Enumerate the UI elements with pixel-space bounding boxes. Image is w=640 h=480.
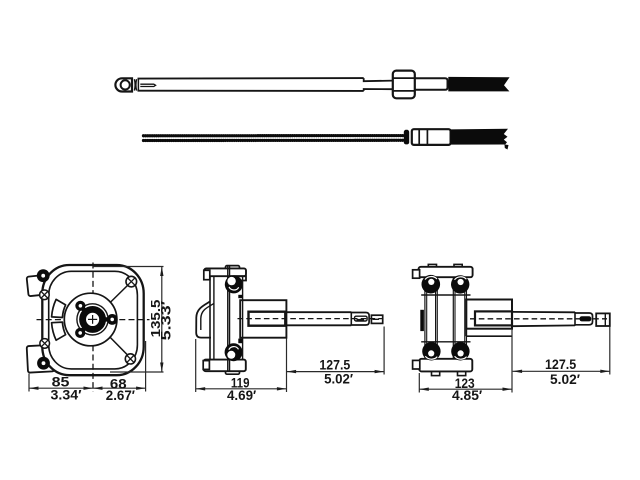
svg-text:4.69′: 4.69′ bbox=[227, 387, 257, 403]
svg-text:5.02′: 5.02′ bbox=[550, 372, 580, 387]
svg-text:119: 119 bbox=[231, 375, 250, 391]
svg-text:5.02′: 5.02′ bbox=[324, 371, 353, 386]
svg-text:135.5: 135.5 bbox=[149, 299, 163, 337]
svg-text:2.67′: 2.67′ bbox=[106, 387, 136, 403]
svg-text:68: 68 bbox=[110, 375, 127, 391]
svg-text:127.5: 127.5 bbox=[545, 357, 577, 372]
svg-text:123: 123 bbox=[455, 375, 475, 391]
svg-text:4.85′: 4.85′ bbox=[452, 387, 483, 403]
svg-text:5.33′: 5.33′ bbox=[159, 301, 174, 340]
svg-text:85: 85 bbox=[52, 373, 70, 389]
svg-text:127.5: 127.5 bbox=[319, 358, 350, 373]
svg-text:3.34′: 3.34′ bbox=[51, 386, 83, 402]
